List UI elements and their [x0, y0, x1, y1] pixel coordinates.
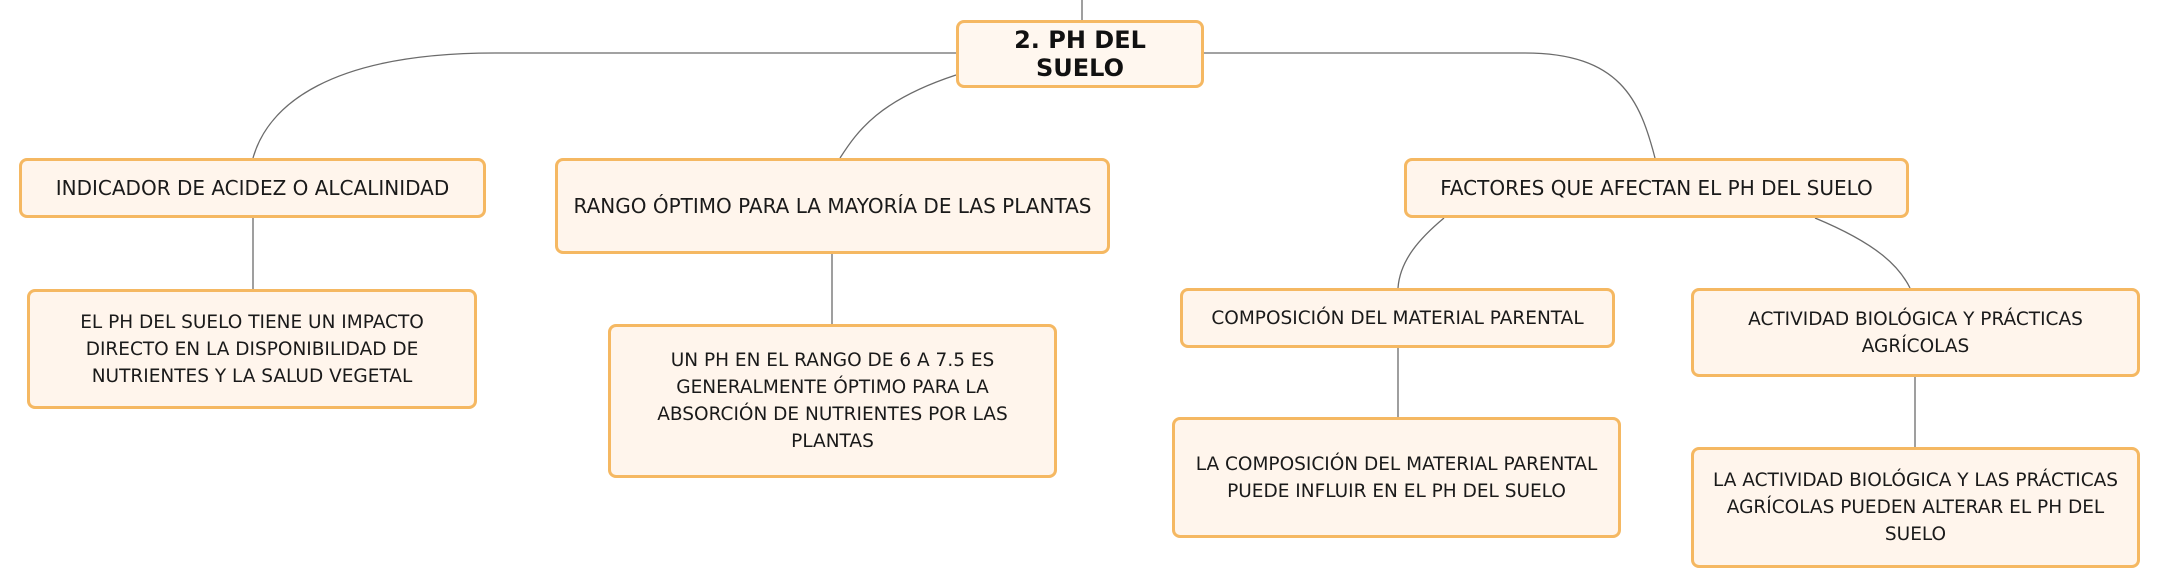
- detail-node-parent-material[interactable]: LA COMPOSICIÓN DEL MATERIAL PARENTAL PUE…: [1172, 417, 1621, 538]
- branch-node-optimal-range[interactable]: RANGO ÓPTIMO PARA LA MAYORÍA DE LAS PLAN…: [555, 158, 1110, 254]
- connector-root-branch-3: [1204, 52, 1656, 159]
- subbranch-node-label: ACTIVIDAD BIOLÓGICA Y PRÁCTICAS AGRÍCOLA…: [1748, 308, 2083, 357]
- branch-node-factors[interactable]: FACTORES QUE AFECTAN EL PH DEL SUELO: [1404, 158, 1909, 218]
- connector-root-branch-2: [839, 74, 957, 159]
- connector-branch-3-child-1: [1397, 217, 1445, 289]
- detail-node-text: EL PH DEL SUELO TIENE UN IMPACTO DIRECTO…: [80, 311, 424, 387]
- branch-node-acidity-indicator[interactable]: INDICADOR DE ACIDEZ O ALCALINIDAD: [19, 158, 486, 218]
- branch-node-label: FACTORES QUE AFECTAN EL PH DEL SUELO: [1440, 176, 1873, 200]
- subbranch-node-label: COMPOSICIÓN DEL MATERIAL PARENTAL: [1211, 307, 1584, 329]
- detail-node-text: UN PH EN EL RANGO DE 6 A 7.5 ES GENERALM…: [657, 350, 1008, 452]
- connector-branch-3-child-2: [1814, 217, 1911, 289]
- detail-node-text: LA ACTIVIDAD BIOLÓGICA Y LAS PRÁCTICAS A…: [1712, 470, 2119, 545]
- connector-root-branch-1: [252, 52, 956, 159]
- branch-node-label: INDICADOR DE ACIDEZ O ALCALINIDAD: [55, 176, 450, 200]
- detail-node-biological-activity[interactable]: LA ACTIVIDAD BIOLÓGICA Y LAS PRÁCTICAS A…: [1691, 447, 2140, 568]
- subbranch-node-parent-material[interactable]: COMPOSICIÓN DEL MATERIAL PARENTAL: [1180, 288, 1615, 348]
- detail-node-acidity-indicator[interactable]: EL PH DEL SUELO TIENE UN IMPACTO DIRECTO…: [27, 289, 477, 409]
- branch-node-label: RANGO ÓPTIMO PARA LA MAYORÍA DE LAS PLAN…: [573, 194, 1092, 218]
- subbranch-node-biological-activity[interactable]: ACTIVIDAD BIOLÓGICA Y PRÁCTICAS AGRÍCOLA…: [1691, 288, 2140, 377]
- detail-node-text: LA COMPOSICIÓN DEL MATERIAL PARENTAL PUE…: [1195, 453, 1598, 502]
- detail-node-optimal-range[interactable]: UN PH EN EL RANGO DE 6 A 7.5 ES GENERALM…: [608, 324, 1057, 478]
- root-node[interactable]: 2. PH DEL SUELO: [956, 20, 1204, 88]
- root-node-label: 2. PH DEL SUELO: [1014, 26, 1146, 82]
